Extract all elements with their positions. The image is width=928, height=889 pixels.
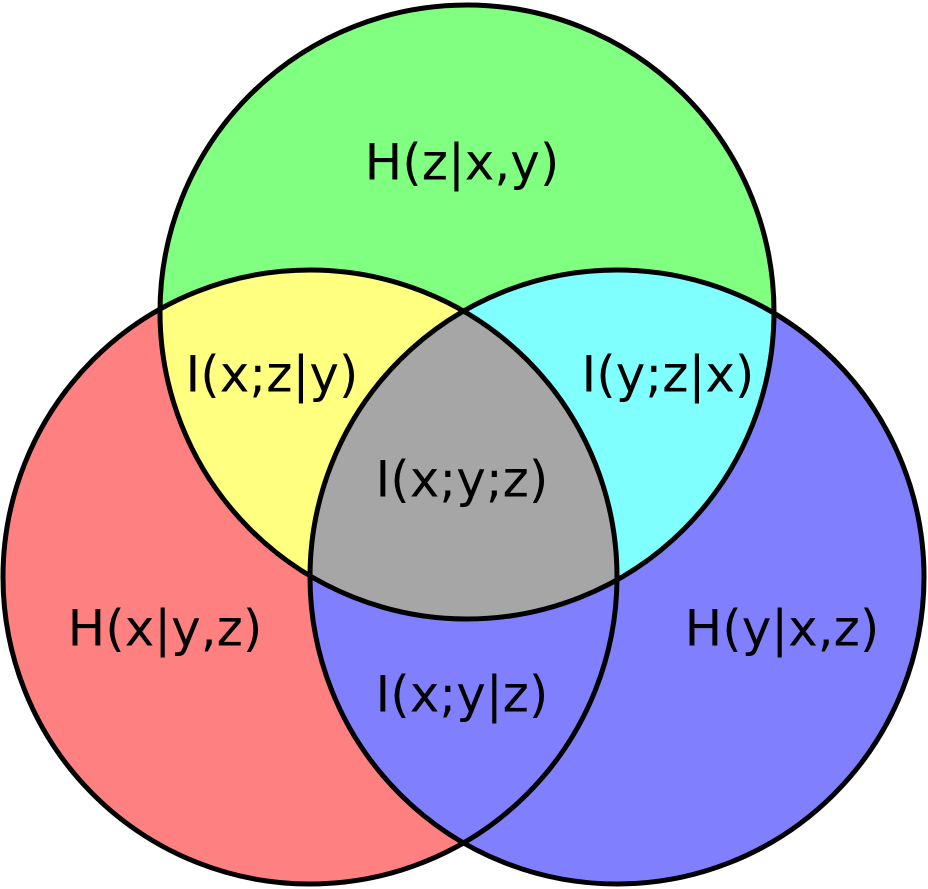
label-i-xy-given-z: I(x;y|z)	[376, 666, 549, 724]
label-i-yz-given-x: I(y;z|x)	[582, 346, 755, 404]
label-i-xyz: I(x;y;z)	[376, 451, 549, 509]
label-h-x-given-yz: H(x|y,z)	[68, 600, 263, 658]
label-h-z-given-xy: H(z|x,y)	[365, 134, 560, 192]
label-h-y-given-xz: H(y|x,z)	[685, 600, 880, 658]
circle-z-outline	[157, 2, 777, 622]
label-i-xz-given-y: I(x;z|y)	[186, 346, 359, 404]
circle-x-outline	[0, 267, 620, 887]
